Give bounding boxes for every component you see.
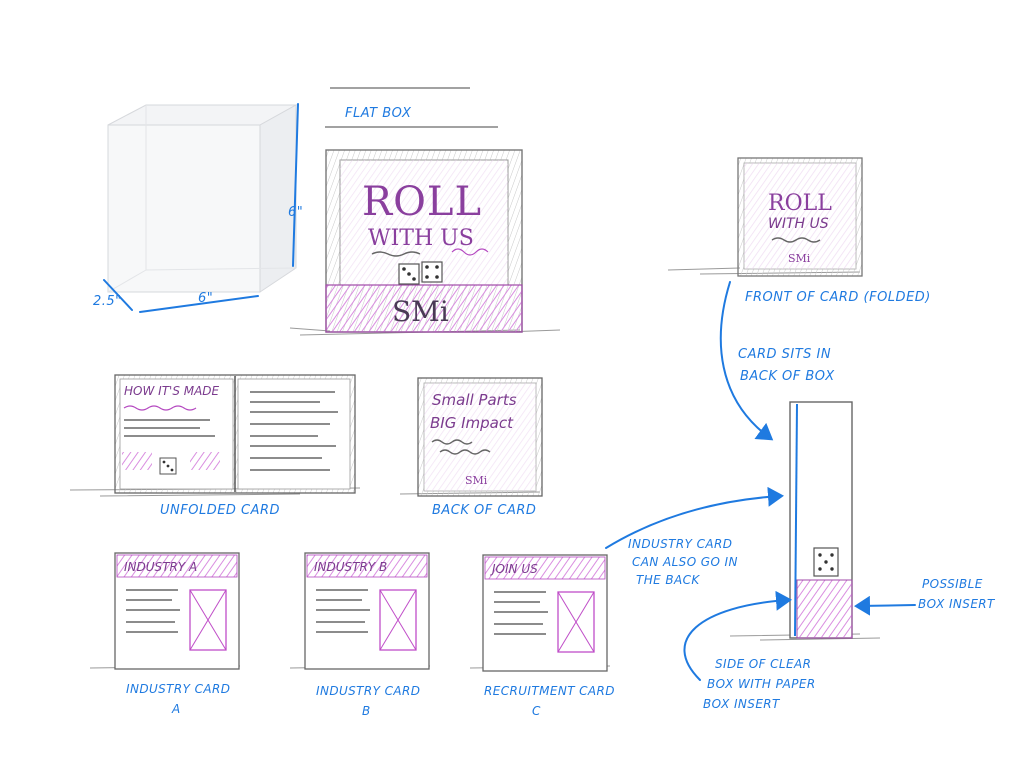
dice-icon <box>398 261 443 285</box>
back-card-line2: BIG Impact <box>430 414 514 432</box>
dim-depth-label: 2.5" <box>93 294 122 309</box>
back-card-smi-logo: SMi <box>465 474 488 487</box>
industry-back-line3: THE BACK <box>636 573 700 587</box>
flat-box-title: FLAT BOX <box>345 106 412 121</box>
industry-card-a <box>89 552 241 670</box>
industry-back-arrow <box>605 486 784 549</box>
industry-card-a-letter: A <box>171 702 181 716</box>
flat-box-illustration <box>289 149 561 336</box>
industry-card-b-label: INDUSTRY CARD <box>316 684 420 698</box>
recruitment-card-label: RECRUITMENT CARD <box>484 684 615 698</box>
back-card-illustration <box>399 377 543 497</box>
dim-width-label: 6" <box>198 291 213 306</box>
recruitment-card-letter: C <box>532 704 541 718</box>
industry-back-line2: CAN ALSO GO IN <box>632 555 738 569</box>
possible-insert-line1: POSSIBLE <box>922 577 983 591</box>
height-dimension-line <box>292 103 299 267</box>
unfolded-card-illustration <box>69 374 361 497</box>
front-card-smi-logo: SMi <box>788 252 811 265</box>
unfolded-card-label: UNFOLDED CARD <box>160 503 280 518</box>
recruitment-c-header: JOIN US <box>490 562 538 576</box>
front-card-label: FRONT OF CARD (FOLDED) <box>745 290 931 305</box>
depth-dimension-line <box>103 279 133 311</box>
back-card-line1: Small Parts <box>432 391 517 409</box>
width-dimension-line <box>139 295 259 313</box>
card-sits-arrow <box>719 281 774 441</box>
side-box-arrow <box>683 590 792 681</box>
box-tagline-scribble <box>371 251 421 257</box>
side-box-line1: SIDE OF CLEAR <box>715 657 811 671</box>
dim-height-label: 6" <box>288 205 303 220</box>
industry-card-b-letter: B <box>362 704 371 718</box>
box-tagline-scribble-2 <box>451 248 489 256</box>
side-box-line2: BOX WITH PAPER <box>707 677 816 691</box>
front-card-roll-text: ROLL <box>768 191 832 216</box>
insert-arrow <box>854 595 916 616</box>
recruitment-card-c <box>469 554 611 672</box>
industry-b-header: INDUSTRY B <box>314 560 387 574</box>
side-box-line3: BOX INSERT <box>703 697 781 711</box>
box-with-us-text: WITH US <box>368 226 474 251</box>
box-side-view <box>729 401 881 641</box>
front-card-with-us-text: WITH US <box>768 216 829 232</box>
front-card-scribble <box>771 237 821 243</box>
industry-card-b <box>289 552 431 670</box>
card-sits-line1: CARD SITS IN <box>738 347 831 362</box>
card-sits-line2: BACK OF BOX <box>740 369 835 384</box>
back-card-label: BACK OF CARD <box>432 503 536 518</box>
box-roll-text: ROLL <box>362 179 482 225</box>
flat-box-title-group: FLAT BOX <box>325 87 498 128</box>
front-card-illustration <box>667 157 863 277</box>
box-smi-logo: SMi <box>392 295 449 328</box>
industry-back-line1: INDUSTRY CARD <box>628 537 732 551</box>
industry-a-header: INDUSTRY A <box>124 560 197 574</box>
possible-insert-line2: BOX INSERT <box>918 597 996 611</box>
industry-card-a-label: INDUSTRY CARD <box>126 682 230 696</box>
clear-box-illustration <box>107 104 298 293</box>
unfolded-heading: HOW IT'S MADE <box>124 384 220 398</box>
